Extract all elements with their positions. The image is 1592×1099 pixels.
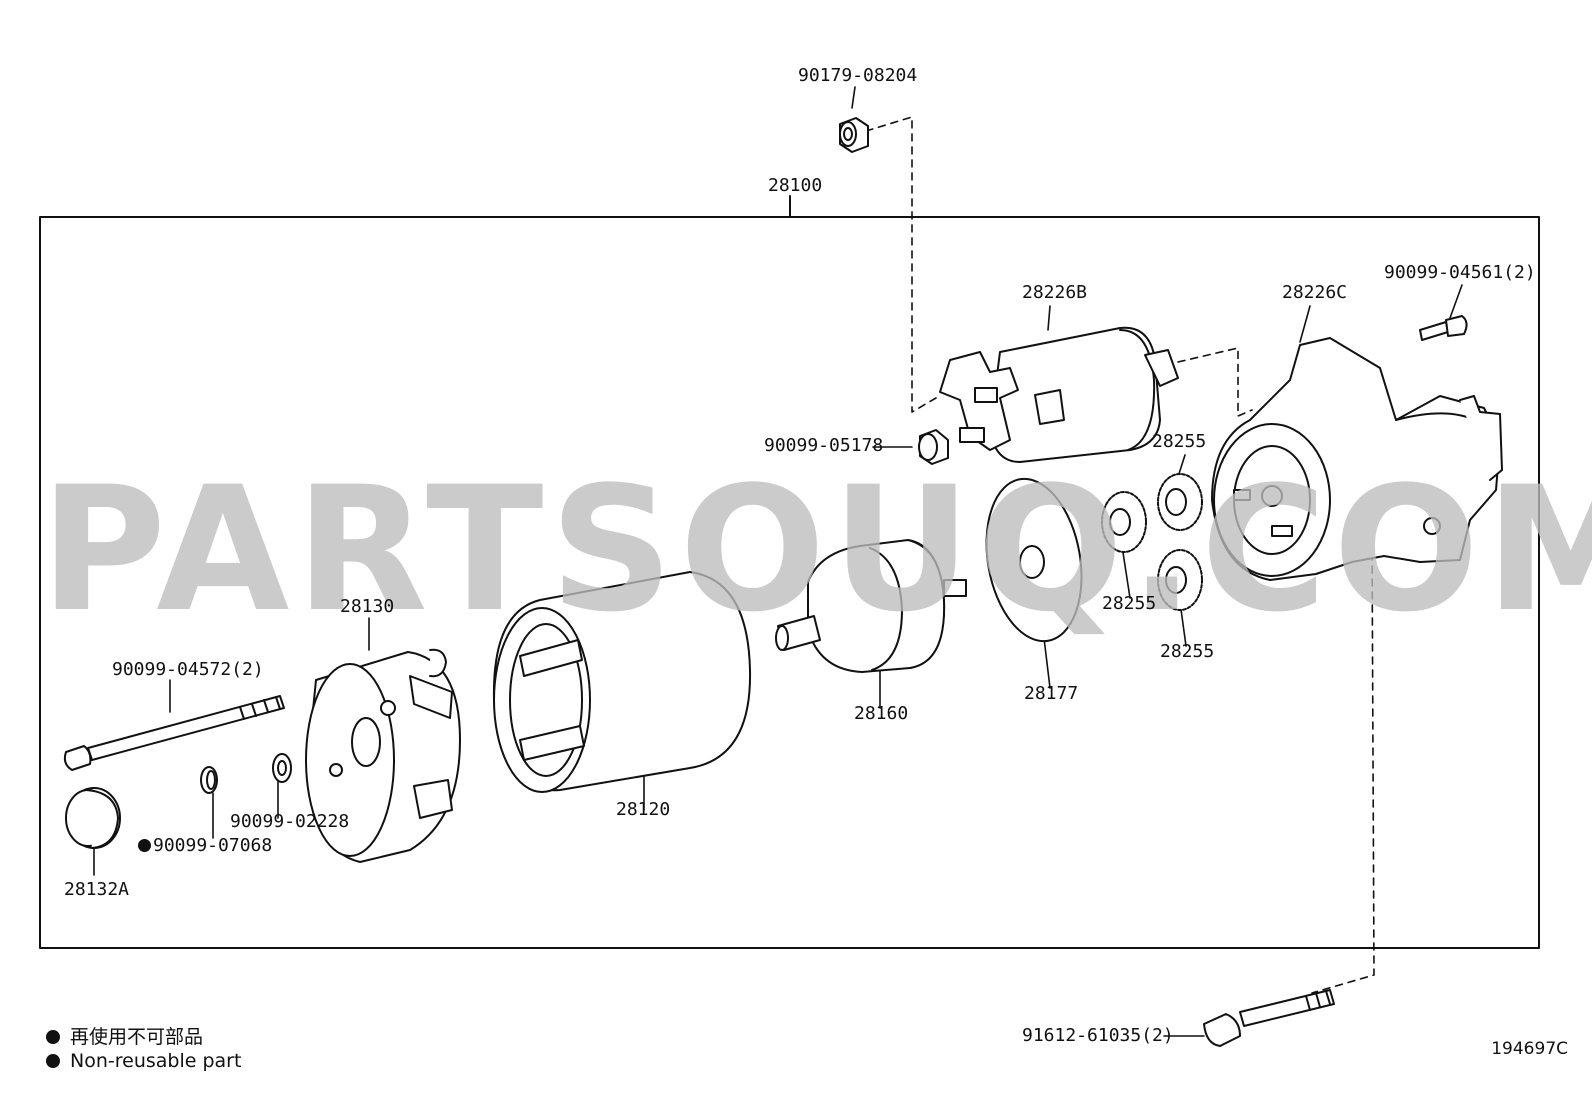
label-oring[interactable]: 90099-07068 bbox=[138, 836, 272, 856]
label-through-bolt[interactable]: 90099-04572(2) bbox=[112, 659, 264, 680]
screw-top-right-drawing bbox=[1419, 315, 1468, 341]
bullet-icon bbox=[46, 1054, 60, 1068]
cap-drawing bbox=[65, 787, 121, 849]
label-nut-top[interactable]: 90179-08204 bbox=[798, 65, 918, 86]
yoke-drawing bbox=[492, 571, 752, 793]
label-gear-c[interactable]: 28255 bbox=[1160, 641, 1215, 662]
label-yoke[interactable]: 28120 bbox=[616, 799, 671, 820]
drawing-code: 194697C bbox=[1491, 1039, 1568, 1059]
legend-en: Non-reusable part bbox=[46, 1050, 241, 1072]
bullet-icon bbox=[46, 1030, 60, 1044]
plate-drawing bbox=[985, 477, 1083, 643]
label-housing[interactable]: 28226C bbox=[1282, 282, 1348, 303]
dashed-guides bbox=[865, 116, 1375, 994]
oring-drawing bbox=[200, 766, 218, 794]
bolt-bottom-drawing bbox=[1203, 989, 1335, 1047]
washer-drawing bbox=[272, 753, 292, 783]
label-armature[interactable]: 28160 bbox=[854, 703, 909, 724]
label-assembly[interactable]: 28100 bbox=[768, 175, 823, 196]
label-gear-a[interactable]: 28255 bbox=[1152, 431, 1207, 452]
non-reusable-marker-icon bbox=[138, 839, 151, 852]
label-bolt-bottom[interactable]: 91612-61035(2) bbox=[1022, 1025, 1174, 1046]
legend-jp: 再使用不可部品 bbox=[46, 1022, 203, 1049]
nut-top-drawing bbox=[839, 117, 869, 153]
armature-drawing bbox=[775, 539, 967, 673]
gears-drawing bbox=[1101, 473, 1203, 611]
solenoid-drawing bbox=[939, 326, 1179, 463]
label-gear-b[interactable]: 28255 bbox=[1102, 593, 1157, 614]
housing-drawing bbox=[1211, 337, 1503, 581]
through-bolt-drawing bbox=[63, 695, 285, 771]
label-brush-holder[interactable]: 28130 bbox=[340, 596, 395, 617]
label-solenoid[interactable]: 28226B bbox=[1022, 282, 1088, 303]
label-screw-top-right[interactable]: 90099-04561(2) bbox=[1384, 262, 1536, 283]
label-washer[interactable]: 90099-02228 bbox=[230, 811, 350, 832]
label-cap[interactable]: 28132A bbox=[64, 879, 130, 900]
label-plate[interactable]: 28177 bbox=[1024, 683, 1079, 704]
label-nut-solenoid[interactable]: 90099-05178 bbox=[764, 435, 884, 456]
nut-solenoid-drawing bbox=[918, 429, 949, 465]
gears-hubs bbox=[1109, 488, 1187, 594]
brush-holder-drawing bbox=[305, 648, 461, 863]
